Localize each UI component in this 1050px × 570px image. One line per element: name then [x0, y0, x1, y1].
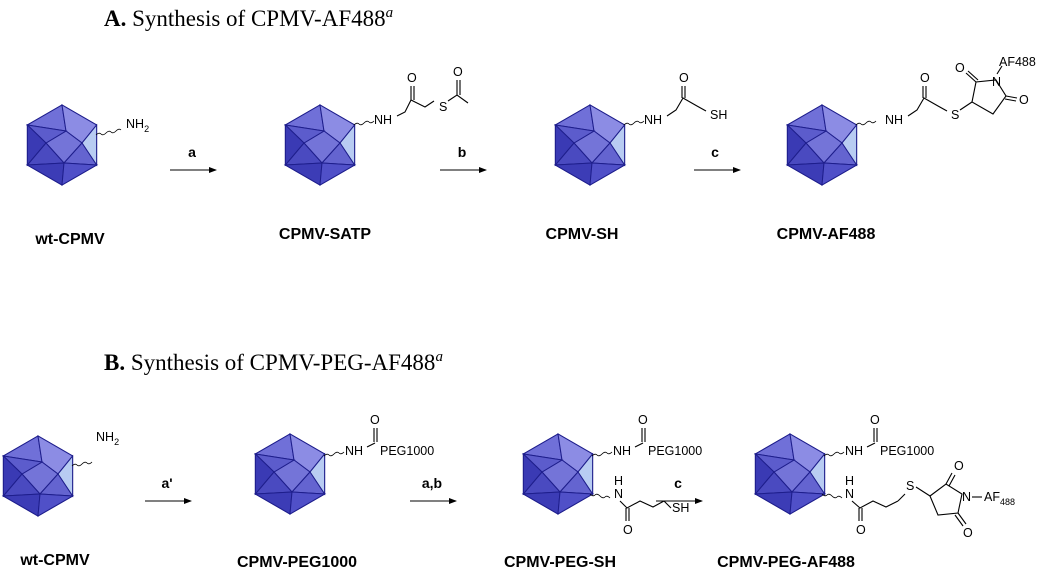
thioether-bond: [959, 101, 973, 111]
cpmv-particle-icon: [2, 435, 74, 517]
cpmv-particle-icon: [26, 104, 98, 186]
peg-label: PEG1000: [380, 444, 434, 458]
thioether-bond: [897, 493, 906, 502]
amide-nh-label: NH: [845, 444, 863, 458]
oxygen-label: O: [870, 413, 880, 427]
oxygen-label: O: [453, 65, 463, 79]
oxygen-label: O: [1019, 93, 1029, 107]
cpmv-particle-icon: [754, 433, 826, 515]
peg-label: PEG1000: [648, 444, 702, 458]
wavy-linker: [821, 493, 843, 499]
amide-nh-label: NH: [644, 113, 662, 127]
cpmv-particle-icon: [786, 104, 858, 186]
imide-carbonyl-bond: [1005, 95, 1018, 99]
compound-label-wt-cpmv: wt-CPMV: [34, 231, 105, 248]
thiol-label: SH: [672, 501, 689, 515]
reagent-label-c: c: [711, 144, 719, 160]
imide-carbonyl-bond: [954, 514, 964, 527]
amide-nh-label: NH: [374, 113, 392, 127]
imide-carbonyl-bond: [957, 512, 967, 525]
succinimide-ring: [929, 483, 963, 516]
reagent-label-b: b: [458, 144, 467, 160]
sulfur-label: S: [906, 479, 914, 493]
compound-label-wt-cpmv-b: wt-CPMV: [19, 552, 90, 569]
wavy-linker: [353, 120, 375, 126]
sulfur-label: S: [951, 108, 959, 122]
reagent-label-ab: a,b: [422, 475, 442, 491]
compound-label-cpmv-sh: CPMV-SH: [546, 226, 619, 243]
linker-chain-bond: [851, 500, 899, 509]
reagent-label-c-b: c: [674, 475, 682, 491]
peg-bond: [634, 442, 644, 448]
imide-carbonyl-bond: [967, 70, 979, 81]
wavy-linker: [589, 493, 611, 499]
amide-h-label: H: [845, 474, 854, 488]
wavy-linker: [95, 128, 122, 136]
amide-nh-label: NH: [885, 113, 903, 127]
nitrogen-label: N: [992, 75, 1001, 89]
thioester-bond: [447, 94, 469, 104]
oxygen-label: O: [638, 413, 648, 427]
wavy-linker: [71, 461, 93, 467]
compound-label-cpmv-peg-sh: CPMV-PEG-SH: [504, 554, 616, 570]
compound-label-cpmv-peg-af488: CPMV-PEG-AF488: [717, 554, 855, 570]
succinimide-ring: [971, 79, 1007, 115]
cpmv-particle-icon: [284, 104, 356, 186]
compound-label-cpmv-af488: CPMV-AF488: [777, 226, 876, 243]
imide-carbonyl-bond: [945, 472, 953, 485]
oxygen-label: O: [856, 523, 866, 537]
imide-carbonyl-bond: [1004, 98, 1017, 102]
wavy-linker: [323, 451, 345, 457]
amide-h-label: H: [614, 474, 623, 488]
oxygen-label: O: [920, 71, 930, 85]
oxygen-label: O: [955, 61, 965, 75]
wavy-linker: [855, 120, 877, 126]
amine-label: NH2: [96, 430, 119, 447]
dye-bond: [996, 65, 1003, 75]
dye-label-af488: AF488: [999, 55, 1036, 69]
oxygen-label: O: [679, 71, 689, 85]
amide-n-label: N: [614, 487, 623, 501]
cpmv-particle-icon: [522, 433, 594, 515]
reagent-label-a: a: [188, 144, 196, 160]
thioether-bond: [915, 486, 931, 497]
compound-label-cpmv-satp: CPMV-SATP: [279, 226, 371, 243]
linker-chain-bond: [907, 97, 948, 117]
imide-carbonyl-bond: [965, 72, 977, 83]
dye-label-af488: AF488: [984, 490, 1015, 507]
oxygen-label: O: [370, 413, 380, 427]
oxygen-label: O: [407, 71, 417, 85]
wavy-linker: [623, 120, 645, 126]
peg-label: PEG1000: [880, 444, 934, 458]
thiol-bond: [663, 500, 672, 509]
imide-carbonyl-bond: [948, 474, 956, 487]
amide-nh-label: NH: [613, 444, 631, 458]
amine-label: NH2: [126, 117, 149, 134]
nitrogen-label: N: [962, 490, 971, 504]
amide-n-label: N: [845, 487, 854, 501]
oxygen-label: O: [954, 459, 964, 473]
thiol-label: SH: [710, 108, 727, 122]
wavy-linker: [823, 451, 845, 457]
section-a-title: A. Synthesis of CPMV-AF488a: [104, 5, 393, 31]
satp-chain-bond: [396, 99, 435, 117]
reagent-label-a-prime: a': [161, 475, 172, 491]
peg-bond: [866, 442, 876, 448]
peg-bond: [366, 442, 376, 448]
thiol-chain-bond: [666, 97, 707, 117]
amide-nh-label: NH: [345, 444, 363, 458]
wavy-linker: [591, 451, 613, 457]
cpmv-particle-icon: [554, 104, 626, 186]
cpmv-particle-icon: [254, 433, 326, 515]
sulfur-label: S: [439, 100, 447, 114]
section-b-title: B. Synthesis of CPMV-PEG-AF488a: [104, 349, 443, 375]
thiol-chain-bond: [619, 500, 665, 509]
compound-label-cpmv-peg1000: CPMV-PEG1000: [237, 554, 357, 570]
oxygen-label: O: [623, 523, 633, 537]
oxygen-label: O: [963, 526, 973, 540]
